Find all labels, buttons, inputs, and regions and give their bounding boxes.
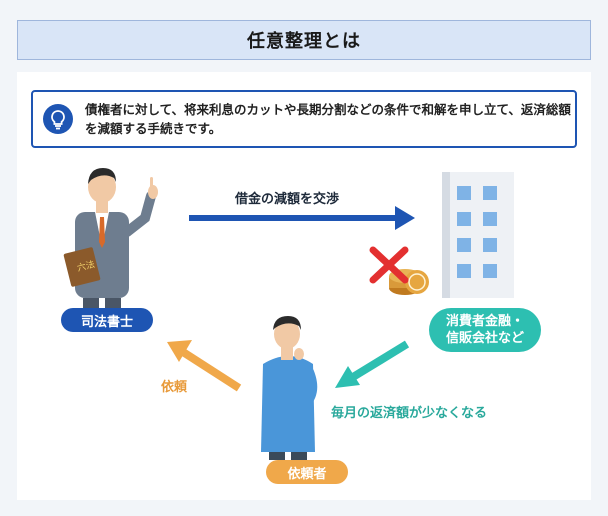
lender-label-line1: 消費者金融・	[445, 314, 524, 329]
title-bar: 任意整理とは	[17, 20, 591, 60]
building-icon	[442, 172, 514, 298]
client-figure	[261, 316, 318, 460]
diagram-panel: 債権者に対して、将来利息のカットや長期分割などの条件で和解を申し立て、返済総額を…	[17, 72, 591, 500]
lender-label-line2: 信販会社など	[445, 331, 524, 346]
diagram-art: 六法	[63, 168, 514, 460]
page-title: 任意整理とは	[247, 31, 361, 52]
lightbulb-icon	[43, 104, 73, 134]
scrivener-label: 司法書士	[61, 308, 153, 332]
note-box: 債権者に対して、将来利息のカットや長期分割などの条件で和解を申し立て、返済総額を…	[31, 90, 577, 148]
request-arrow	[167, 340, 242, 392]
lender-label: 消費者金融・ 信販会社など	[429, 308, 541, 352]
scrivener-figure: 六法	[63, 168, 158, 308]
reduce-arrow	[335, 340, 410, 388]
request-label: 依頼	[161, 380, 188, 395]
cross-icon	[369, 246, 409, 284]
reduce-label: 毎月の返済額が少なくなる	[331, 406, 488, 421]
client-label: 依頼者	[266, 460, 348, 484]
negotiate-label: 借金の減額を交渉	[235, 192, 340, 207]
negotiate-arrow	[189, 206, 415, 230]
note-text: 債権者に対して、将来利息のカットや長期分割などの条件で和解を申し立て、返済総額を…	[85, 102, 571, 136]
